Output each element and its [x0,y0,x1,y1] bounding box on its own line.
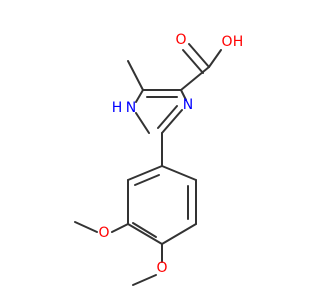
bond-c4-n3 [180,89,187,101]
atom-label-layer: O H O H N N O O [98,32,243,276]
bond-c5-methyl [127,60,144,91]
bond-c-o-double-a [188,43,210,68]
bond-c5-n1 [135,89,144,103]
bond-c-oh [208,49,222,68]
atom-label-methoxy2-o: O [156,260,167,276]
bond-ring-inner-2 [132,222,157,238]
atom-label-nh-h: H [112,100,123,116]
bond-layer [74,43,222,286]
bond-o2-methyl [132,274,157,286]
molecule-structure: O H O H N N O O [74,32,243,286]
bond-n3-c2-a [161,109,183,134]
bond-o1-methyl [74,221,98,233]
bond-n3-c2-b [157,105,178,129]
bond-ring-3 [161,223,197,245]
bond-ring-o1 [111,223,129,233]
atom-label-hydroxyl-o: O [221,34,232,50]
atom-label-nh-n: N [126,100,136,116]
atom-label-hydroxyl-h: H [233,34,244,50]
bond-ring-6 [127,165,163,181]
bond-ring-inner-3 [134,174,160,186]
bond-ring-1 [161,165,197,181]
bond-c4-carboxyl [180,66,210,91]
bond-ring-4 [127,223,163,245]
bond-c-o-double-b [182,49,204,74]
structure-canvas: O H O H N N O O [74,32,243,286]
atom-label-imidazole-n: N [183,97,193,113]
atom-label-methoxy1-o: O [98,225,109,241]
atom-label-carbonyl-o: O [175,32,186,48]
bond-n1-c2 [135,112,150,134]
